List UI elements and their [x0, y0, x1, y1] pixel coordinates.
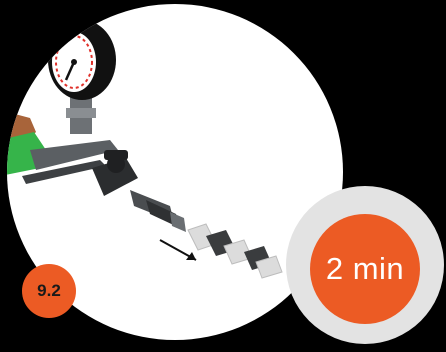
pressure-gauge-icon: [48, 20, 116, 100]
step-badge: 9.2: [22, 264, 76, 318]
timer-label: 2 min: [326, 251, 404, 287]
step-number: 9.2: [37, 281, 61, 301]
timer-badge: 2 min: [310, 214, 420, 324]
